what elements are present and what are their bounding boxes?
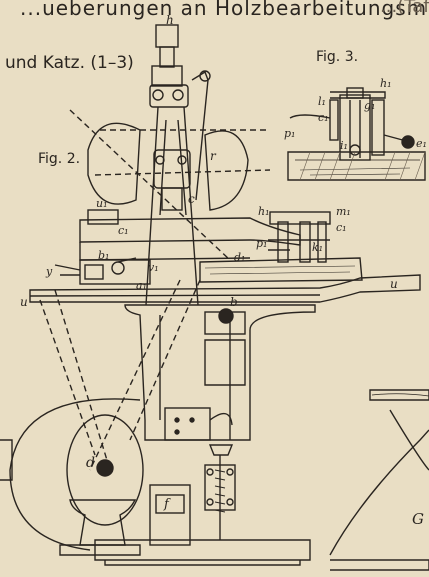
label-u1: u₁	[96, 197, 108, 210]
label-r: r	[210, 149, 216, 163]
label-p1: p₁	[256, 237, 268, 250]
label-c1: c₁	[118, 224, 129, 237]
label-d: d	[86, 455, 95, 471]
fig3-label-i1: i₁	[340, 139, 348, 152]
fig3-label-c1: c₁	[318, 111, 329, 124]
label-y: y	[46, 265, 53, 278]
label-k1: k₁	[312, 241, 324, 254]
label-c1-right: c₁	[336, 221, 347, 234]
top-spindle-block	[155, 24, 179, 48]
label-G: G	[412, 510, 424, 528]
label-c: c	[188, 192, 195, 206]
label-d1: d₁	[234, 251, 246, 264]
label-u-left: u	[20, 295, 28, 309]
label-h: h	[166, 13, 174, 27]
fig3-label-p1: p₁	[284, 127, 296, 140]
plate-subtitle: und Katz. (1–3)	[5, 53, 134, 73]
fig3-label-e1: e₁	[416, 137, 427, 150]
plate-header-title: ...ueberungen an Holzbearbeitungsm...	[20, 0, 429, 20]
label-a1: a₁	[136, 279, 147, 292]
label-v1: v₁	[148, 261, 159, 274]
fig-3-caption: Fig. 3.	[316, 49, 359, 65]
fig-2-caption: Fig. 2.	[38, 151, 81, 167]
label-m1: m₁	[336, 205, 351, 218]
label-f: f	[164, 497, 169, 512]
label-u-right: u	[390, 277, 398, 291]
plate-header-right: ...(Taf.	[380, 0, 429, 17]
fig3-label-g1: g₁	[364, 99, 376, 112]
label-b: b	[230, 295, 238, 309]
fig3-label-h1: h₁	[380, 77, 392, 90]
label-b1: b₁	[98, 249, 110, 262]
fig3-label-l1: l₁	[318, 95, 326, 108]
label-h1: h₁	[258, 205, 270, 218]
